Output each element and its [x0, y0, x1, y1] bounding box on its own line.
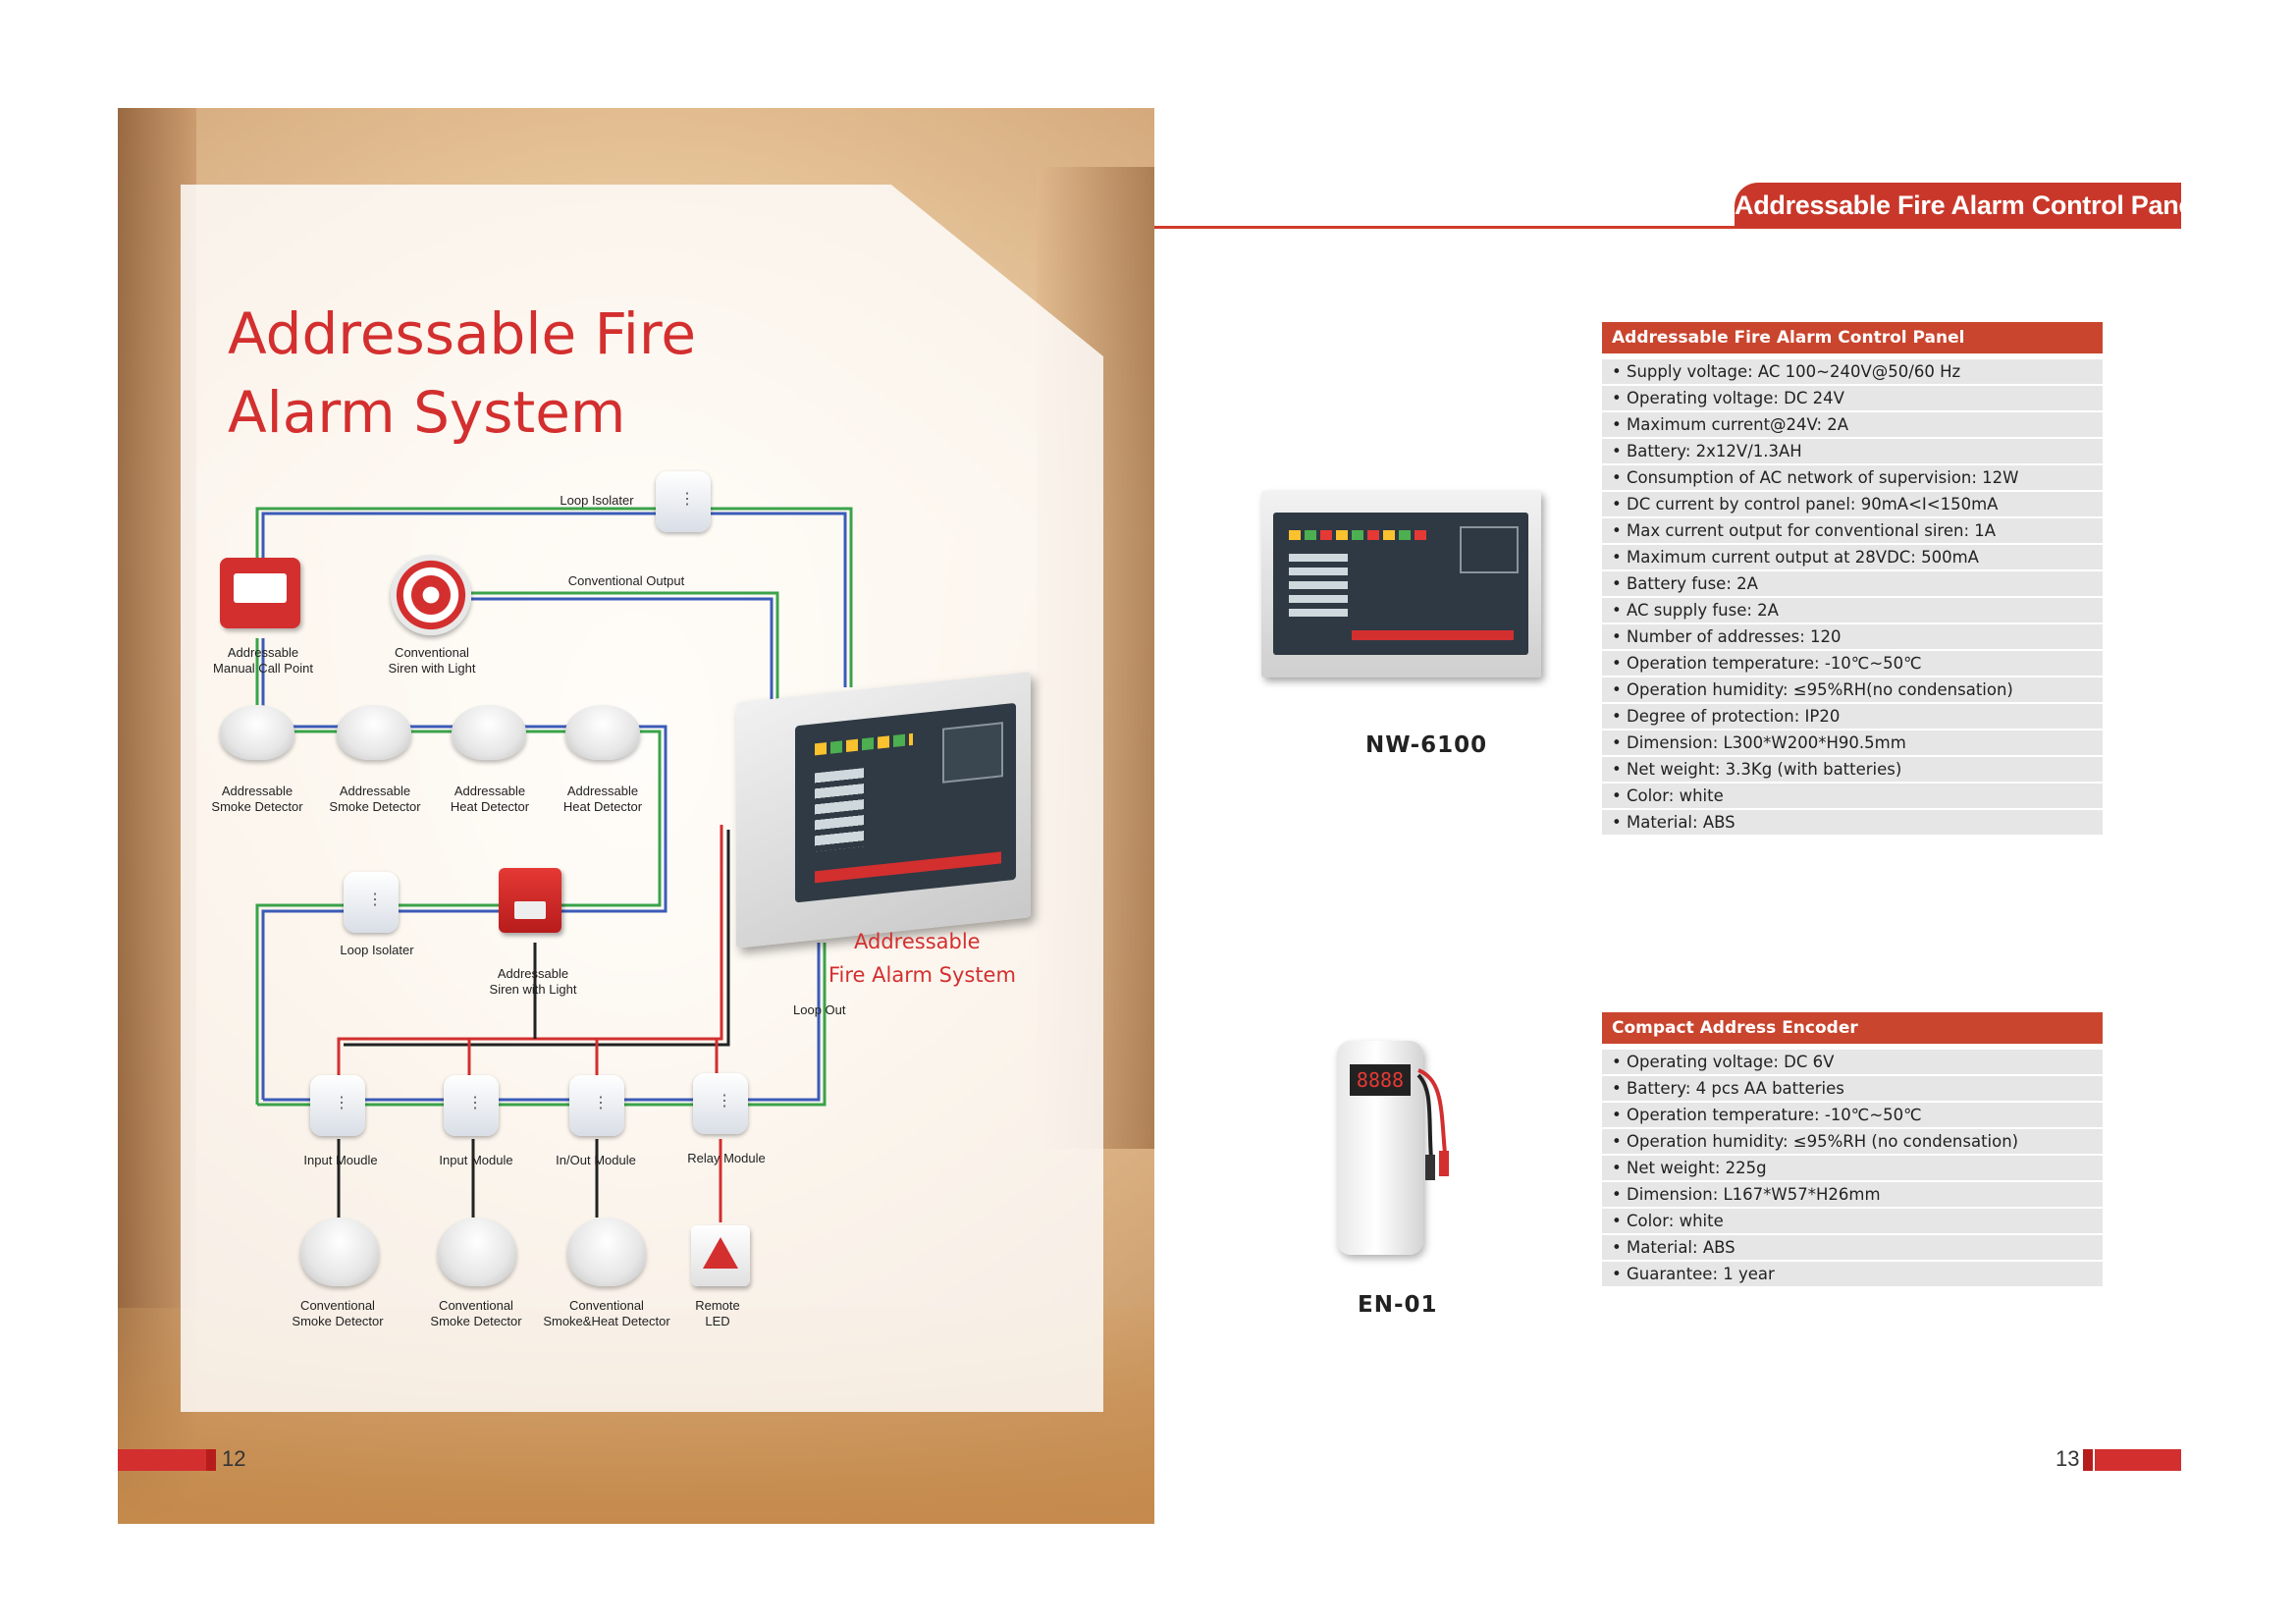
loop-isolater-top-device [656, 471, 711, 532]
input-module-device [444, 1075, 499, 1136]
wire-black-bus [344, 830, 730, 1047]
spec-row: Net weight: 3.3Kg (with batteries) [1602, 757, 2103, 782]
heat-detector-1-label: Addressable Heat Detector [450, 784, 530, 814]
header-rule [1154, 226, 2181, 229]
spec-row: Material: ABS [1602, 1235, 2103, 1260]
panel-spec-table: Addressable Fire Alarm Control Panel Sup… [1602, 322, 2103, 835]
panel-caption-line1: Addressable [854, 930, 981, 953]
conventional-siren-label: Conventional Siren with Light [388, 645, 476, 676]
page-number-left: 12 [222, 1446, 246, 1471]
en-01-product-image: 8888 [1337, 1041, 1423, 1255]
spec-row: Operation humidity: ≤95%RH(no condensati… [1602, 677, 2103, 702]
conventional-smoke-detector-1 [300, 1218, 379, 1286]
page-number-bar-left [118, 1449, 212, 1471]
wire-conv-output-green [471, 591, 779, 707]
nw-6100-model-label: NW-6100 [1365, 732, 1488, 758]
conventional-output-label: Conventional Output [567, 573, 685, 588]
spec-row: Battery fuse: 2A [1602, 571, 2103, 596]
spec-row: Material: ABS [1602, 810, 2103, 835]
smoke-detector-2-label: Addressable Smoke Detector [329, 784, 421, 814]
nw-6100-face [1273, 513, 1528, 655]
addressable-siren-label: Addressable Siren with Light [489, 966, 577, 997]
inout-module-label: In/Out Module [556, 1153, 636, 1167]
wire-top-loop-green [255, 507, 853, 687]
encoder-spec-heading: Compact Address Encoder [1602, 1012, 2103, 1044]
spec-row: Dimension: L167*W57*H26mm [1602, 1182, 2103, 1207]
page-number-bar-right [2095, 1449, 2181, 1471]
spec-row: Operating voltage: DC 24V [1602, 386, 2103, 410]
spec-row: Guarantee: 1 year [1602, 1262, 2103, 1286]
input-moudle-label: Input Moudle [303, 1153, 378, 1167]
en-01-model-label: EN-01 [1358, 1292, 1438, 1318]
relay-module-device [693, 1073, 748, 1134]
system-title-line1: Addressable Fire [228, 300, 697, 367]
conv-smoke-1-label: Conventional Smoke Detector [292, 1298, 384, 1328]
wire-conv-output-blue [471, 597, 774, 707]
conventional-smoke-detector-2 [438, 1218, 516, 1286]
spec-row: AC supply fuse: 2A [1602, 598, 2103, 623]
wire-top-loop-blue [261, 512, 847, 687]
input-module-label: Input Module [439, 1153, 513, 1167]
relay-module-label: Relay Module [687, 1151, 766, 1165]
spec-row: Color: white [1602, 1209, 2103, 1233]
spec-row: Color: white [1602, 784, 2103, 808]
loop-isolater-mid-label: Loop Isolater [340, 943, 414, 957]
spec-row: Battery: 4 pcs AA batteries [1602, 1076, 2103, 1101]
spec-row: Number of addresses: 120 [1602, 624, 2103, 649]
system-title: Addressable Fire Alarm System [228, 295, 696, 452]
warning-triangle-icon [703, 1237, 738, 1269]
system-title-line2: Alarm System [228, 379, 626, 446]
heat-detector-2-label: Addressable Heat Detector [562, 784, 643, 814]
addressable-heat-detector-2 [565, 705, 640, 760]
spec-row: Operation temperature: -10℃~50℃ [1602, 651, 2103, 676]
spec-row: Maximum current@24V: 2A [1602, 412, 2103, 437]
addressable-smoke-detector-1 [220, 705, 294, 760]
encoder-spec-table: Compact Address Encoder Operating voltag… [1602, 1012, 2103, 1286]
panel-spec-heading: Addressable Fire Alarm Control Panel [1602, 322, 2103, 353]
control-panel-illustration [736, 672, 1031, 948]
encoder-display: 8888 [1350, 1064, 1411, 1096]
nw-6100-product-image [1261, 491, 1541, 677]
loop-isolater-mid-device [344, 872, 399, 933]
spec-row: Maximum current output at 28VDC: 500mA [1602, 545, 2103, 569]
spec-row: Battery: 2x12V/1.3AH [1602, 439, 2103, 463]
smoke-detector-1-label: Addressable Smoke Detector [211, 784, 303, 814]
conventional-smoke-heat-detector [567, 1218, 646, 1286]
conv-smoke-2-label: Conventional Smoke Detector [430, 1298, 522, 1328]
left-page-background [118, 108, 1154, 1524]
header-tab: Addressable Fire Alarm Control Panel [1735, 183, 2201, 228]
spec-row: Dimension: L300*W200*H90.5mm [1602, 731, 2103, 755]
panel-caption-2: Fire Alarm System [828, 958, 1016, 992]
loop-isolater-top-label: Loop Isolater [560, 493, 634, 508]
wire-red-bus [337, 825, 723, 1075]
spec-row: Degree of protection: IP20 [1602, 704, 2103, 729]
page-number-right: 13 [2056, 1446, 2080, 1471]
spec-row: DC current by control panel: 90mA<I<150m… [1602, 492, 2103, 516]
page-number-bar-right-small [2083, 1449, 2093, 1471]
spec-row: Operation humidity: ≤95%RH (no condensat… [1602, 1129, 2103, 1154]
spec-row: Net weight: 225g [1602, 1156, 2103, 1180]
inout-module-device [569, 1075, 624, 1136]
manual-call-point-label: Addressable Manual Call Point [213, 645, 313, 676]
addressable-smoke-detector-2 [337, 705, 411, 760]
page-number-bar-left-small [206, 1449, 216, 1471]
conventional-siren-device [391, 555, 471, 635]
manual-call-point-device [220, 558, 300, 628]
spec-row: Supply voltage: AC 100~240V@50/60 Hz [1602, 359, 2103, 384]
remote-led-label: Remote LED [695, 1298, 740, 1328]
conv-smoke-heat-label: Conventional Smoke&Heat Detector [543, 1298, 670, 1328]
control-panel-face [795, 702, 1016, 903]
addressable-heat-detector-1 [452, 705, 526, 760]
spec-row: Operating voltage: DC 6V [1602, 1050, 2103, 1074]
panel-caption: Addressable [854, 925, 981, 958]
remote-led-device [691, 1225, 750, 1286]
input-moudle-device [310, 1075, 365, 1136]
loop-out-label: Loop Out [793, 1002, 846, 1017]
addressable-siren-device [499, 868, 561, 933]
spec-row: Consumption of AC network of supervision… [1602, 465, 2103, 490]
spec-row: Operation temperature: -10℃~50℃ [1602, 1103, 2103, 1127]
panel-caption-line2: Fire Alarm System [828, 963, 1016, 987]
spec-row: Max current output for conventional sire… [1602, 518, 2103, 543]
